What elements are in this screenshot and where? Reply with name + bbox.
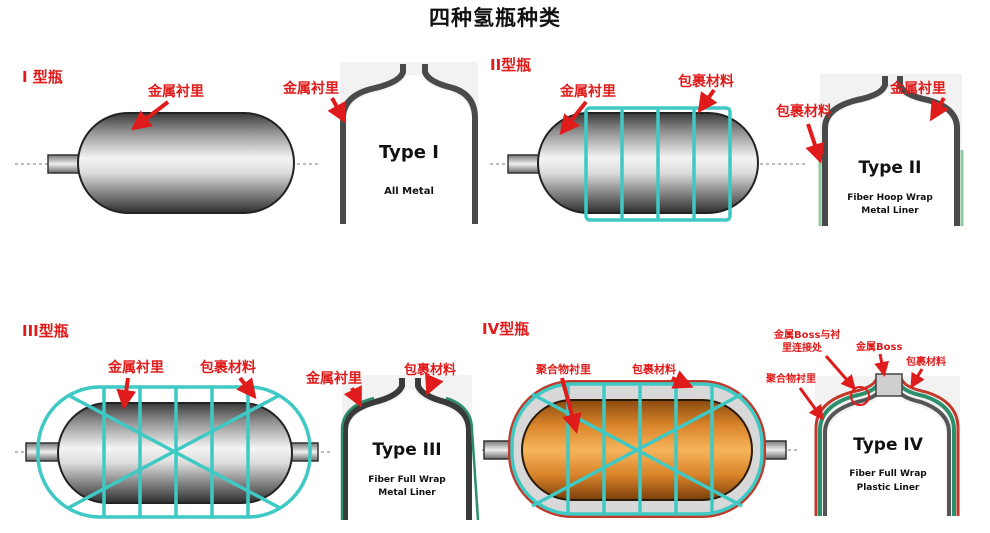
type4-group: IV型瓶 聚合物衬里 包裹材料 Type IV Fiber Full Wrap … [482, 320, 960, 518]
type2-arrow-wrap [697, 88, 718, 114]
type3-box-title: Type III [372, 440, 441, 460]
type1-label-liner-cross: 金属衬里 [282, 80, 339, 97]
type4-arrow-polymer [560, 377, 582, 434]
type3-label-liner-cross: 金属衬里 [305, 370, 362, 387]
type3-arrow-wrap [236, 376, 257, 400]
type1-arrow-liner [130, 100, 170, 131]
type2-box-title: Type II [859, 158, 922, 178]
type1-group: I 型瓶 金属衬里 Type I All Metal 金属衬里 [15, 62, 478, 224]
type4-arrow-boss [874, 353, 890, 377]
type1-tank-body [77, 112, 295, 214]
type4-box-sub1: Fiber Full Wrap [849, 469, 927, 479]
type4-heading: IV型瓶 [482, 320, 529, 338]
type2-tank-body [537, 112, 759, 214]
type2-box-sub1: Fiber Hoop Wrap [847, 193, 933, 203]
type4-label-boss-joint-2: 里连接处 [782, 341, 823, 354]
type2-box-sub2: Metal Liner [861, 206, 919, 216]
type3-heading: III型瓶 [22, 322, 69, 340]
type2-arrow-liner [559, 100, 588, 136]
type4-label-wrap-cross: 包裹材料 [906, 355, 946, 368]
type3-arrow-liner [116, 377, 137, 410]
type4-label-wrap: 包裹材料 [631, 362, 676, 376]
type3-label-wrap-cross: 包裹材料 [404, 362, 456, 378]
type3-helical-band [67, 393, 281, 510]
type4-box-title: Type IV [853, 435, 924, 455]
type1-box-sub1: All Metal [384, 186, 434, 197]
type4-wrap-outline [510, 382, 764, 516]
type2-nozzle [507, 154, 543, 174]
type3-box-sub2: Metal Liner [378, 488, 436, 498]
type3-label-wrap: 包裹材料 [200, 359, 256, 376]
type4-label-polymer-cross: 聚合物衬里 [765, 372, 816, 385]
type2-label-wrap: 包裹材料 [678, 73, 734, 90]
type2-section-wall [822, 76, 960, 226]
type4-arrow-wrap [671, 370, 694, 389]
type1-nozzle [47, 154, 83, 174]
type1-section-inner [346, 75, 472, 224]
type4-joint-marker [850, 386, 870, 406]
type4-label-boss-joint-1: 金属Boss与衬 [773, 328, 840, 341]
type2-label-liner-cross: 金属衬里 [889, 80, 946, 97]
type2-label-liner: 金属衬里 [559, 83, 616, 100]
type3-label-liner: 金属衬里 [107, 359, 164, 376]
type4-label-boss: 金属Boss [855, 340, 902, 353]
type4-section-inner [828, 394, 946, 516]
type3-group: III型瓶 金属衬里 包裹材料 Type III Fiber Full Wrap… [15, 322, 480, 521]
page-title: 四种氢瓶种类 [429, 5, 561, 30]
type2-heading: II型瓶 [490, 56, 531, 74]
type2-arrow-wrap-cross [805, 123, 825, 164]
type1-arrow-liner-cross [327, 97, 346, 124]
type4-label-polymer: 聚合物衬里 [535, 362, 591, 376]
type3-section-wall [342, 378, 472, 520]
type4-helical-band [531, 392, 743, 508]
type3-arrow-wrap-cross [425, 373, 444, 396]
type3-wrap-outline [36, 385, 312, 519]
type1-box-title: Type I [379, 142, 439, 163]
type4-arrow-polymer-cross [798, 387, 824, 421]
type3-section-inner [348, 390, 466, 520]
type2-group: II型瓶 金属衬里 包裹材料 Type II Fiber Hoop Wrap M… [490, 56, 964, 226]
type3-section-wrap [340, 396, 480, 521]
type2-label-wrap-cross: 包裹材料 [776, 103, 832, 120]
type4-arrow-boss-joint [824, 355, 856, 391]
type3-nozzle-left [25, 442, 63, 462]
type1-heading: I 型瓶 [22, 68, 63, 86]
type4-arrow-wrap-cross [910, 368, 925, 389]
type1-label-liner: 金属衬里 [147, 83, 204, 100]
type3-box-sub1: Fiber Full Wrap [368, 475, 446, 485]
type2-section-inner [828, 88, 954, 226]
type4-box-sub2: Plastic Liner [857, 483, 920, 493]
type3-arrow-liner-cross [343, 385, 362, 408]
type4-metal-boss [875, 373, 903, 397]
type2-arrow-liner-cross [929, 96, 949, 122]
